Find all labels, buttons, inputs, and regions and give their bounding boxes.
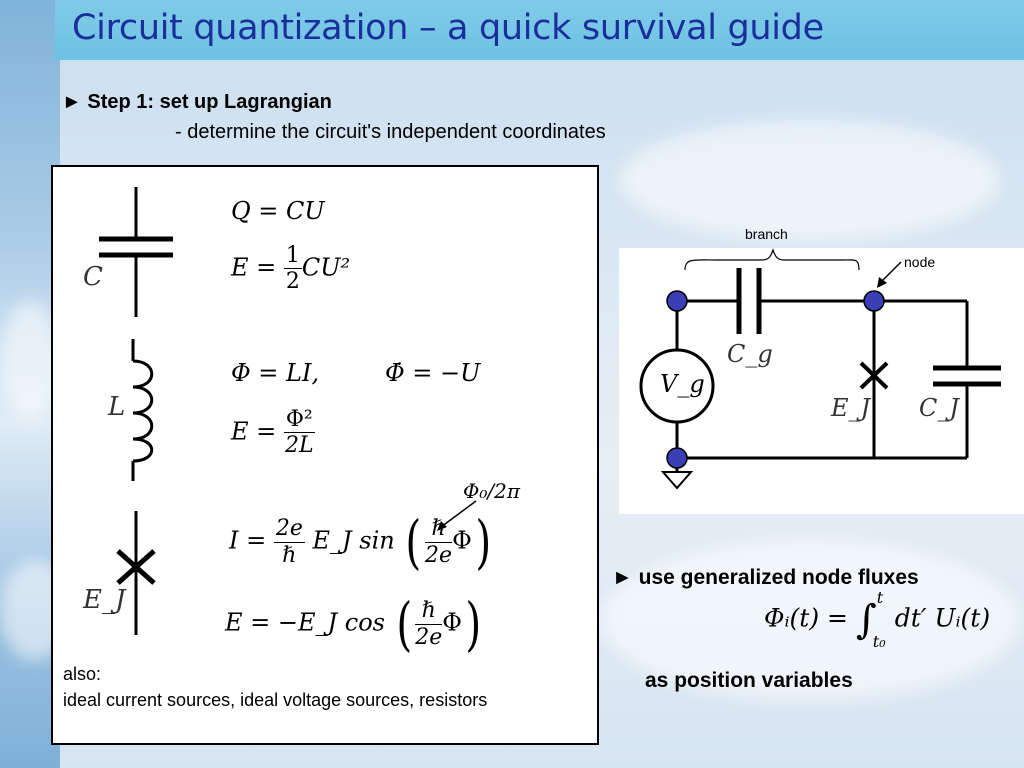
- eq-middle: E_J sin: [312, 526, 395, 555]
- also-note: also: ideal current sources, ideal volta…: [63, 661, 533, 713]
- node-top-right: [863, 290, 885, 312]
- step1-heading: ► Step 1: set up Lagrangian: [62, 91, 332, 113]
- integral-limits: t t₀: [873, 588, 895, 651]
- capacitor-charge-equation: Q = CU: [231, 197, 325, 225]
- node-ground: [666, 447, 688, 469]
- left-paren: (: [396, 590, 412, 658]
- eq-rhs: CU²: [301, 253, 351, 282]
- title-bar: [55, 0, 1024, 60]
- right-paren: ): [465, 590, 482, 658]
- eq-inner-rhs: Φ: [452, 526, 472, 555]
- annotation-arrow-icon: [437, 500, 477, 531]
- step1-subtext: - determine the circuit's independent co…: [175, 121, 606, 143]
- position-variables-text: as position variables: [645, 669, 853, 692]
- vg-label: V_g: [660, 370, 705, 398]
- capacitor-label: C: [83, 262, 103, 292]
- upper-limit: t: [876, 588, 884, 607]
- slide-title: Circuit quantization – a quick survival …: [72, 8, 824, 48]
- eq-lhs: Φᵢ(t) =: [764, 603, 856, 633]
- node-top-left: [666, 290, 688, 312]
- eq-rhs: dt′ Uᵢ(t): [894, 603, 991, 633]
- denominator: 2L: [285, 433, 314, 459]
- denominator: 2e: [415, 624, 443, 650]
- denominator: ℏ: [282, 542, 297, 568]
- numerator: 2e: [273, 516, 305, 543]
- also-text: ideal current sources, ideal voltage sou…: [63, 690, 488, 710]
- branch-label: branch: [745, 226, 788, 242]
- eq-lhs: E = −E_J cos: [225, 608, 385, 637]
- denominator: 2: [285, 269, 300, 295]
- also-label: also:: [63, 664, 102, 684]
- circuit-nodes: [666, 290, 885, 469]
- integral-sign: ∫: [855, 597, 877, 643]
- node-flux-equation: Φᵢ(t) = ∫t t₀ dt′ Uᵢ(t): [764, 588, 991, 651]
- eq-inner-rhs: Φ: [442, 608, 462, 637]
- junction-label: E_J: [83, 585, 126, 615]
- step-fluxes-heading: ► use generalized node fluxes: [612, 566, 919, 589]
- cg-label: C_g: [727, 340, 773, 368]
- numerator: ℏ: [415, 598, 443, 625]
- node-label: node: [904, 254, 936, 270]
- numerator: ℏ: [425, 516, 453, 543]
- lower-limit: t₀: [872, 632, 886, 651]
- inductor-symbol-icon: [131, 339, 154, 481]
- circuit-diagram: branch node V_g C_g E_J C_J: [619, 226, 1024, 514]
- right-paren: ): [475, 508, 491, 576]
- background-cloud: [600, 540, 1020, 700]
- left-paren: (: [405, 508, 422, 576]
- inductor-flux-equation: Φ = LI,: [231, 359, 320, 387]
- josephson-junction-symbol-icon: [116, 511, 156, 635]
- denominator: 2e: [425, 542, 453, 568]
- inductor-label: L: [108, 392, 126, 422]
- ej-label: E_J: [831, 394, 871, 422]
- background-cloud: [620, 120, 1000, 240]
- circuit-wires-icon: [639, 248, 1001, 490]
- background-cloud: [0, 300, 60, 420]
- flux-quantum-annotation: Φ₀/2π: [463, 479, 521, 503]
- numerator: Φ²: [283, 407, 315, 434]
- capacitor-symbol-icon: [99, 187, 173, 317]
- eq-lhs: I =: [229, 526, 274, 555]
- eq-lhs: E =: [231, 253, 284, 282]
- eq-lhs: E =: [231, 417, 284, 446]
- cj-label: C_J: [919, 394, 959, 422]
- inductor-voltage-equation: Φ̇ = −U: [385, 359, 481, 387]
- numerator: 1: [283, 243, 302, 270]
